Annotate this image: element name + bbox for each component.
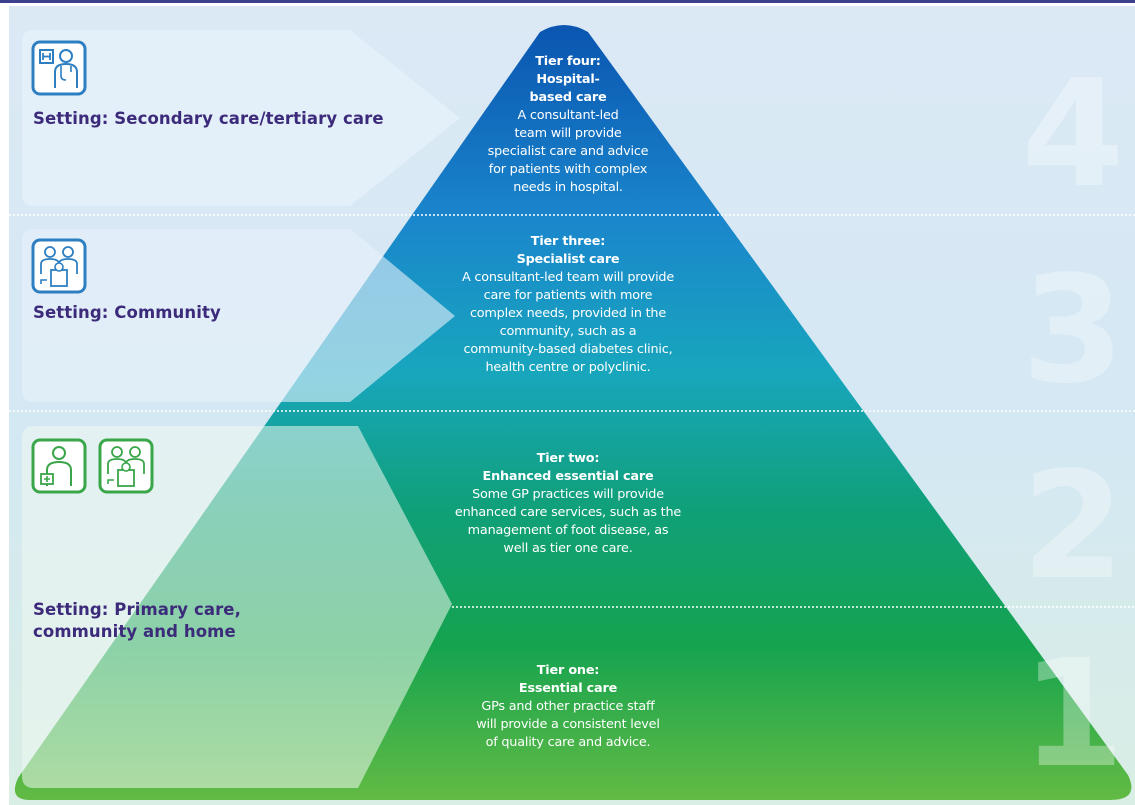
tier-four-number: 4: [1021, 48, 1125, 220]
setting-label-secondary: Setting: Secondary care/tertiary care: [33, 109, 384, 128]
community-team-icon: [98, 438, 154, 494]
gp-icon: [31, 438, 87, 494]
tier-four-title: Tier four:: [535, 54, 601, 69]
tier-three-number: 3: [1021, 244, 1125, 416]
tier-three-description: A consultant-led team will provide care …: [461, 270, 675, 375]
tier-three-text: Tier three: Specialist care A consultant…: [426, 233, 710, 377]
setting-arrow-secondary: [22, 30, 460, 206]
tier-two-subtitle: Enhanced essential care: [482, 469, 654, 484]
setting-label-primary: Setting: Primary care, community and hom…: [33, 600, 241, 641]
tier-two-text: Tier two: Enhanced essential care Some G…: [426, 450, 710, 558]
tier-three-title: Tier three:: [530, 234, 606, 249]
tier-two-number: 2: [1021, 440, 1125, 612]
tier-four-text: Tier four: Hospital- based care A consul…: [458, 53, 678, 197]
tier-two-description: Some GP practices will provide enhanced …: [454, 487, 682, 556]
tier-one-text: Tier one: Essential care GPs and other p…: [426, 662, 710, 752]
hospital-doctor-icon: [31, 40, 87, 96]
setting-arrow-community: [22, 229, 455, 402]
tier-four-subtitle: Hospital- based care: [529, 72, 607, 105]
top-rule: [0, 0, 1135, 3]
tier-one-subtitle: Essential care: [518, 681, 618, 696]
tier-four-description: A consultant-led team will provide speci…: [487, 108, 649, 195]
tier-two-title: Tier two:: [536, 451, 600, 466]
tier-one-title: Tier one:: [536, 663, 600, 678]
tier-one-number: 1: [1021, 628, 1125, 800]
community-team-icon: [31, 238, 87, 294]
tier-one-description: GPs and other practice staff will provid…: [476, 699, 660, 750]
tier-three-subtitle: Specialist care: [516, 252, 620, 267]
setting-arrow-primary: [22, 426, 452, 788]
setting-label-community: Setting: Community: [33, 303, 221, 322]
